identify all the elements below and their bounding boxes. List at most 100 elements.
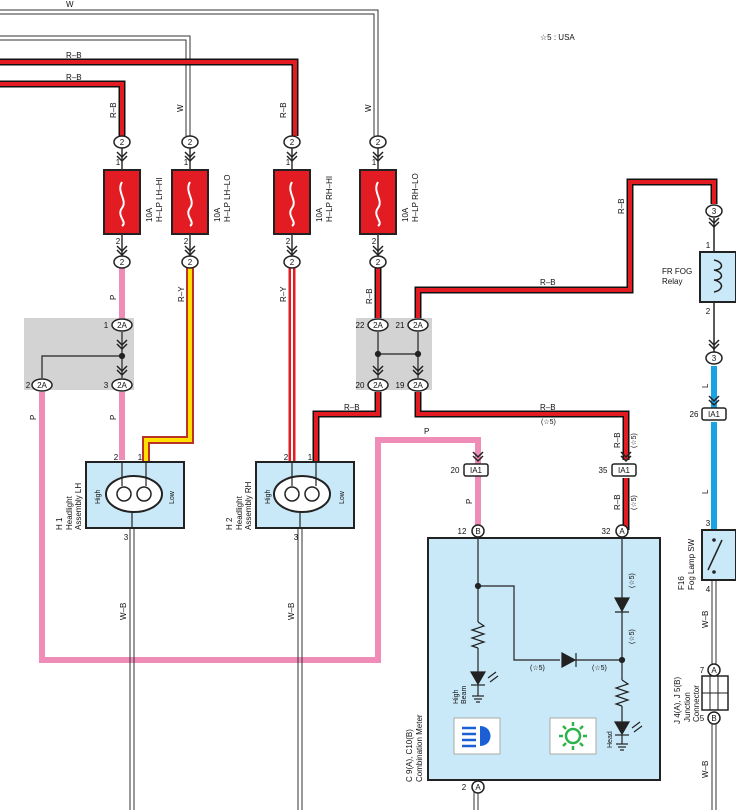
jc-name2: Connector <box>692 685 701 722</box>
jc-code: J 4(A), J 5(B) <box>673 677 682 724</box>
svg-text:20: 20 <box>451 466 460 475</box>
h2-name2: Assembly RH <box>244 481 253 530</box>
wire-label: R–Y <box>279 286 288 302</box>
svg-text:22: 22 <box>356 321 365 330</box>
fuse-label: 10A <box>213 207 222 222</box>
pin-numbers: 1 1 1 1 2 2 2 2 1 2 3 22 21 20 19 2 1 3 … <box>26 158 711 792</box>
wire-label: W–B <box>701 761 710 778</box>
switch-code: F16 <box>677 576 686 590</box>
fuse-lh-lo <box>171 169 209 235</box>
wire-label: (☆5) <box>628 629 636 644</box>
svg-text:3: 3 <box>124 533 129 542</box>
ia1-connectors <box>463 407 727 477</box>
headlight-indicator-icon <box>549 717 597 755</box>
wire-label: W–B <box>119 603 128 620</box>
wire-label: P <box>29 415 38 420</box>
svg-text:2A: 2A <box>117 321 127 330</box>
wire-label: (☆5) <box>630 495 638 510</box>
rb-wires-top <box>0 58 299 136</box>
fog-lamp-switch <box>701 529 736 581</box>
svg-text:A: A <box>619 527 625 536</box>
wire-label: L <box>701 489 710 494</box>
wire-label: W <box>66 0 74 9</box>
junction-connector <box>701 675 729 711</box>
usa-note: ☆5 : USA <box>540 33 575 42</box>
wire-label: R–B <box>540 403 556 412</box>
meter-code: C 9(A), C10(B) <box>405 729 414 782</box>
svg-text:3: 3 <box>706 519 711 528</box>
svg-text:2: 2 <box>120 258 125 267</box>
svg-text:2: 2 <box>462 783 467 792</box>
svg-text:2: 2 <box>376 138 381 147</box>
svg-text:IA1: IA1 <box>708 410 721 419</box>
svg-text:2: 2 <box>290 258 295 267</box>
rb-wires-right <box>312 178 718 530</box>
relay-name: FR FOG <box>662 267 692 276</box>
meter-internal-wiring <box>474 538 626 722</box>
svg-text:1: 1 <box>286 158 291 167</box>
led-high-beam <box>469 671 499 703</box>
headlight-rh-low: Low <box>339 490 346 504</box>
fuse-label: H–LP RH–HI <box>325 176 334 222</box>
wire-label: L <box>701 383 710 388</box>
svg-text:1: 1 <box>138 453 143 462</box>
h2-name: Headlight <box>235 495 244 530</box>
wire-label: (☆5) <box>592 664 607 672</box>
wire-label: W–B <box>701 611 710 628</box>
svg-text:7: 7 <box>700 666 705 675</box>
fuse-lh-hi <box>103 169 141 235</box>
wire-label: (☆5) <box>630 433 638 448</box>
wire-label: R–B <box>613 494 622 510</box>
ry-wire <box>142 268 194 462</box>
headlight-lh-high: High <box>95 489 102 504</box>
svg-text:2: 2 <box>120 138 125 147</box>
svg-text:2A: 2A <box>373 381 383 390</box>
wire-label: (☆5) <box>541 418 556 426</box>
svg-text:4: 4 <box>706 585 711 594</box>
svg-text:3: 3 <box>712 354 717 363</box>
headlight-rh <box>255 461 355 529</box>
wire-label: R–B <box>109 102 118 118</box>
connector-labels: 2 2 2 2 2 2 2 2 2A 2A 2A 2A 2A 2A 2A 3 3… <box>37 138 720 792</box>
fuse-label: 10A <box>145 207 154 222</box>
svg-text:12: 12 <box>458 527 467 536</box>
h2-code: H 2 <box>225 517 234 530</box>
h1-name: Headlight <box>65 495 74 530</box>
fr-fog-relay <box>699 218 736 352</box>
svg-text:B: B <box>711 714 716 723</box>
wire-label: W <box>176 104 185 112</box>
fuse-label: H–LP RH–LO <box>411 173 420 222</box>
wire-label: R–B <box>279 102 288 118</box>
svg-text:2: 2 <box>376 258 381 267</box>
svg-text:1: 1 <box>116 158 121 167</box>
relay-name2: Relay <box>662 277 682 286</box>
wire-label: P <box>109 415 118 420</box>
svg-text:20: 20 <box>356 381 365 390</box>
wire-label: R–B <box>365 288 374 304</box>
svg-text:2: 2 <box>290 138 295 147</box>
wire-label: R–Y <box>177 286 186 302</box>
wire-label: R–B <box>617 198 626 214</box>
high-beam-label2: Beam <box>461 686 468 704</box>
svg-text:2: 2 <box>284 453 289 462</box>
h1-name2: Assembly LH <box>74 483 83 530</box>
svg-text:2A: 2A <box>37 381 47 390</box>
fuse-label: 10A <box>401 207 410 222</box>
wire-label: (☆5) <box>628 573 636 588</box>
wire-label: R–B <box>66 51 82 60</box>
switch-name: Fog Lamp SW <box>687 538 696 590</box>
svg-text:2A: 2A <box>413 321 423 330</box>
diode-vertical <box>613 597 631 613</box>
svg-text:21: 21 <box>396 321 405 330</box>
connector-markers <box>31 135 723 794</box>
wire-label: (☆5) <box>530 664 545 672</box>
svg-text:B: B <box>475 527 480 536</box>
headlight-rh-high: High <box>265 489 272 504</box>
led-head <box>613 721 643 751</box>
wb-wires <box>129 528 717 810</box>
fuse-label: H–LP LH–LO <box>223 175 232 222</box>
wire-label: R–B <box>540 278 556 287</box>
svg-text:2: 2 <box>114 453 119 462</box>
svg-text:1: 1 <box>706 241 711 250</box>
